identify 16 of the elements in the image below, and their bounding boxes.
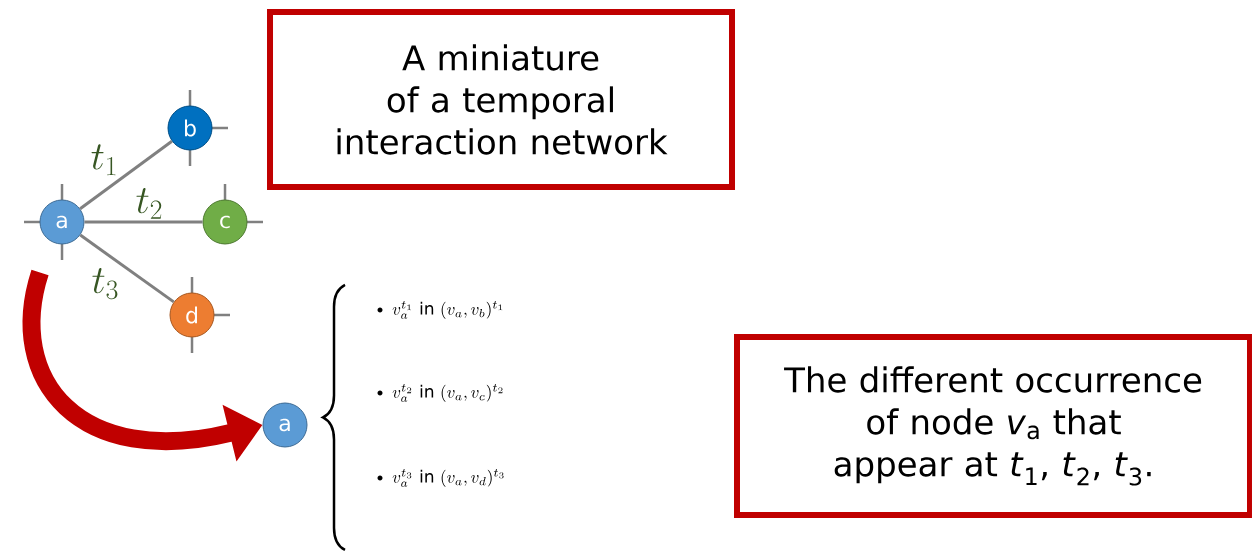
edge-label: $t_1$	[91, 144, 116, 176]
bullet-item: $v_a^{t_2}\ \mathrm{in}\ (v_a,v_c)^{t_2}$	[377, 384, 503, 402]
network-node: a	[24, 184, 85, 260]
edge-label: $t_3$	[92, 267, 118, 300]
text-box: The different occurrence of node v$_{a}$ that appear at t$_{1}$, t$_{2}$, t$_{3}$.	[734, 334, 1252, 518]
network-node: d	[169, 277, 230, 353]
network-node: c	[202, 184, 263, 245]
edge-label: $t_2$	[136, 187, 162, 219]
edge-line	[79, 140, 173, 210]
network-node: a	[262, 402, 308, 448]
bullet-item: $v_a^{t_3}\ \mathrm{in}\ (v_a,v_d)^{t_3}$	[377, 469, 504, 487]
network-node: b	[167, 90, 228, 166]
edge-line	[84, 220, 203, 224]
text-box: A miniature of a temporal interaction network	[267, 9, 735, 190]
edge-line	[79, 233, 175, 304]
bullet-item: $v_a^{t_1}\ \mathrm{in}\ (v_a,v_b)^{t_1}$	[377, 301, 503, 319]
